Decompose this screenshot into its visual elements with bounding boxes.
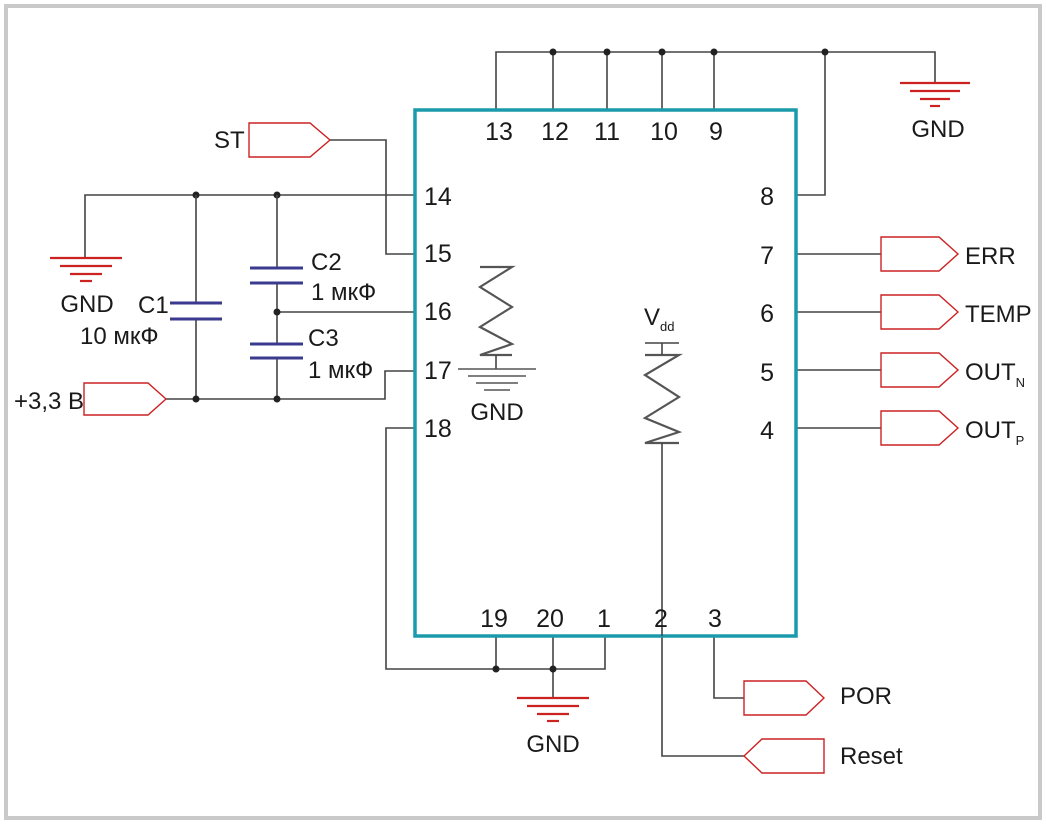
supply-wire	[166, 370, 415, 403]
pin-11: 11	[594, 118, 620, 146]
pin-4: 4	[760, 417, 774, 445]
c2-value: 1 мкФ	[311, 279, 376, 306]
out-p-main: OUT	[965, 417, 1016, 444]
pin-17: 17	[424, 357, 452, 385]
pin-14: 14	[424, 183, 452, 211]
out-n-label: OUTN	[965, 359, 1025, 390]
supply-flag	[83, 382, 168, 416]
pin-12: 12	[541, 118, 569, 146]
pin-5: 5	[760, 359, 774, 387]
pin-18: 18	[424, 415, 452, 443]
c3-value: 1 мкФ	[308, 357, 373, 384]
st-flag	[248, 122, 332, 158]
pin-19: 19	[480, 605, 508, 633]
ground-symbol-left	[50, 256, 122, 283]
capacitor-c1	[170, 195, 222, 399]
ground-symbol-bottom	[517, 696, 589, 723]
por-label: POR	[840, 683, 892, 710]
figure-frame	[4, 4, 1042, 820]
temp-flag	[880, 294, 960, 330]
out-n-main: OUT	[965, 359, 1016, 386]
pin-15: 15	[424, 240, 452, 268]
out-n-sub: N	[1016, 375, 1025, 390]
vdd-sub: dd	[660, 319, 674, 334]
por-flag	[743, 680, 826, 716]
left-ground-wire	[84, 191, 415, 257]
capacitor-c3	[250, 308, 415, 399]
err-label: ERR	[965, 243, 1016, 270]
pin-9: 9	[709, 118, 723, 146]
reset-flag	[742, 738, 825, 774]
pin-10: 10	[650, 118, 678, 146]
top-ground-bus	[495, 48, 936, 196]
c2-name: C2	[311, 249, 342, 276]
pin-16: 16	[424, 298, 452, 326]
pin-13: 13	[485, 118, 513, 146]
capacitor-c2	[250, 195, 303, 343]
ground-symbol-top-right	[900, 81, 970, 108]
pin-20: 20	[536, 605, 564, 633]
c3-name: C3	[308, 325, 339, 352]
pin-7: 7	[760, 242, 774, 270]
gnd-label-left: GND	[60, 291, 113, 318]
out-p-flag	[880, 410, 960, 446]
reset-wire	[661, 636, 744, 757]
pin-8: 8	[760, 183, 774, 211]
supply-label: +3,3 В	[14, 388, 84, 415]
chip-body	[413, 108, 798, 638]
pin-2: 2	[654, 605, 668, 633]
gnd-label-bottom: GND	[526, 731, 579, 758]
pin-3: 3	[708, 605, 722, 633]
out-n-flag	[880, 352, 960, 388]
pin-1: 1	[597, 605, 611, 633]
bottom-ground-bus	[385, 427, 606, 697]
por-wire	[713, 636, 744, 699]
pin-6: 6	[760, 300, 774, 328]
st-label: ST	[214, 127, 245, 154]
ground-symbol-internal	[458, 368, 536, 391]
gnd-label-internal: GND	[470, 399, 523, 426]
c1-value: 10 мкФ	[80, 323, 159, 350]
internal-pullup-resistor	[642, 342, 684, 636]
temp-label: TEMP	[965, 301, 1032, 328]
vdd-main: V	[644, 304, 660, 331]
c1-name: C1	[138, 292, 169, 319]
vdd-label: Vdd	[644, 304, 674, 334]
err-flag	[880, 236, 960, 272]
out-p-label: OUTP	[965, 417, 1024, 448]
internal-pulldown-resistor	[477, 265, 516, 369]
out-p-sub: P	[1016, 433, 1025, 448]
reset-label: Reset	[840, 743, 903, 770]
gnd-label-top-right: GND	[911, 116, 964, 143]
